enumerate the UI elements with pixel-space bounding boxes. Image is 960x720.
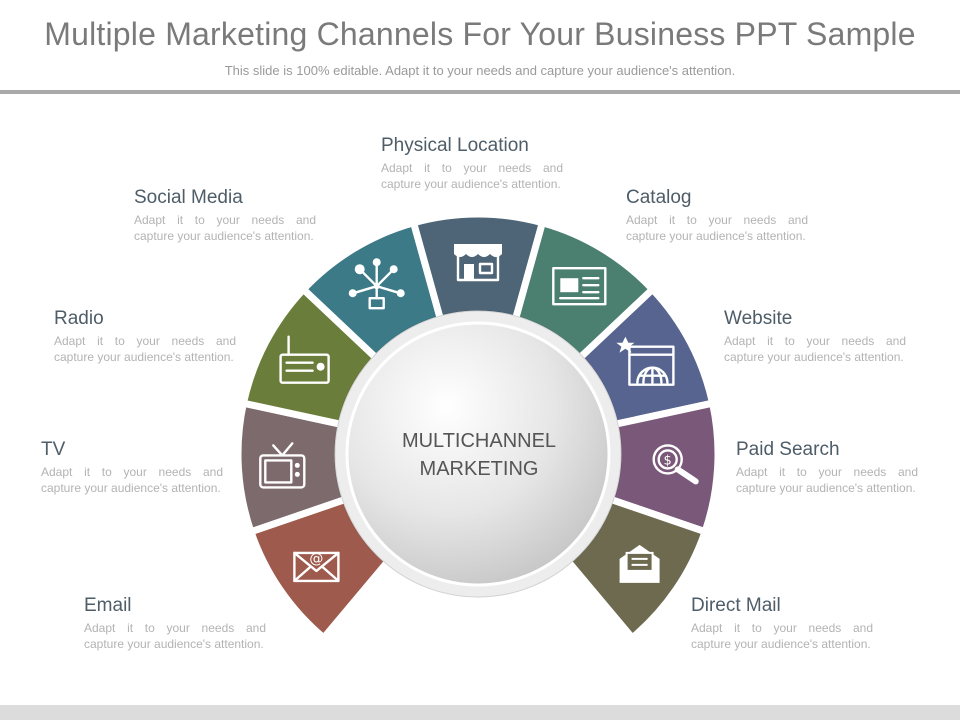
hub-circle <box>345 321 611 587</box>
channel-description: Adapt it to your needs and capture your … <box>54 334 236 364</box>
channel-label-direct-mail: Direct Mail Adapt it to your needs and c… <box>691 595 873 652</box>
channel-label-catalog: Catalog Adapt it to your needs and captu… <box>626 187 808 244</box>
website-icon <box>616 336 675 386</box>
hub-label-line2: MARKETING <box>419 458 539 480</box>
channel-title: Email <box>84 595 132 616</box>
hub-label-line1: MULTICHANNEL <box>401 430 557 452</box>
channel-label-tv: TV Adapt it to your needs and capture yo… <box>41 439 223 496</box>
channel-title: TV <box>41 439 66 460</box>
slide-subtitle: This slide is 100% editable. Adapt it to… <box>224 63 736 78</box>
channel-description: Adapt it to your needs and capture your … <box>41 465 223 495</box>
direct-mail-icon <box>619 544 660 583</box>
tv-icon <box>259 442 306 489</box>
channel-description: Adapt it to your needs and capture your … <box>381 161 563 191</box>
channel-label-physical-location: Physical Location Adapt it to your needs… <box>381 135 563 192</box>
channel-description: Adapt it to your needs and capture your … <box>736 465 918 495</box>
slide-footer-bar <box>0 705 960 720</box>
paid-search-icon: $ <box>652 444 699 485</box>
channel-description: Adapt it to your needs and capture your … <box>134 213 316 243</box>
social-media-icon <box>348 258 405 310</box>
channel-label-social-media: Social Media Adapt it to your needs and … <box>134 187 316 244</box>
channel-title: Radio <box>54 308 104 329</box>
slide-title: Multiple Marketing Channels For Your Bus… <box>44 16 916 52</box>
channel-title: Direct Mail <box>691 595 781 616</box>
svg-text:@: @ <box>309 551 323 567</box>
storefront-icon <box>454 244 502 282</box>
channel-title: Physical Location <box>381 135 529 156</box>
email-icon: @ <box>293 551 340 583</box>
header-divider <box>0 90 960 94</box>
radio-icon <box>279 335 330 384</box>
channel-title: Website <box>724 308 793 329</box>
channel-label-paid-search: Paid Search Adapt it to your needs and c… <box>736 439 918 496</box>
channel-description: Adapt it to your needs and capture your … <box>724 334 906 364</box>
channel-label-radio: Radio Adapt it to your needs and capture… <box>54 308 236 365</box>
svg-text:$: $ <box>664 453 672 468</box>
channel-label-website: Website Adapt it to your needs and captu… <box>724 308 906 365</box>
channel-title: Paid Search <box>736 439 840 460</box>
channel-label-email: Email Adapt it to your needs and capture… <box>84 595 266 652</box>
channel-title: Catalog <box>626 187 692 208</box>
hub-label: MULTICHANNEL MARKETING <box>364 427 594 483</box>
channel-description: Adapt it to your needs and capture your … <box>691 621 873 651</box>
channel-description: Adapt it to your needs and capture your … <box>626 213 808 243</box>
channel-description: Adapt it to your needs and capture your … <box>84 621 266 651</box>
catalog-icon <box>552 267 607 306</box>
channel-title: Social Media <box>134 187 243 208</box>
